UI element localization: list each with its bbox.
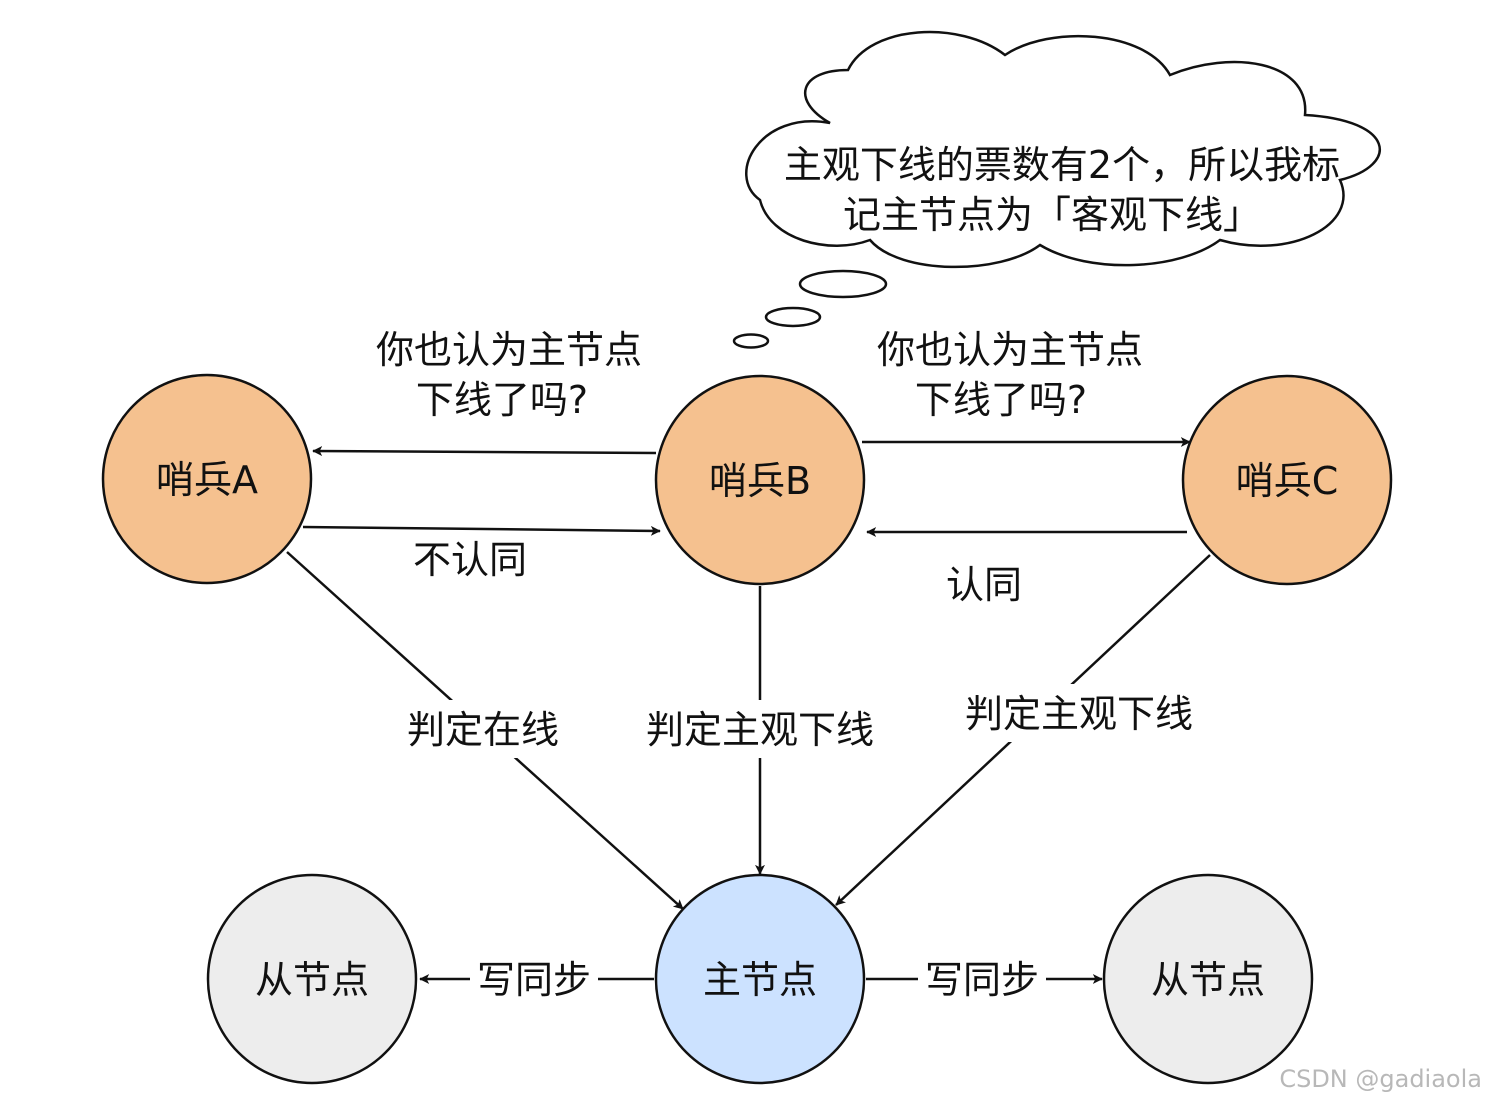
node-replica-right-circle <box>1102 873 1314 1085</box>
edge-a-to-b <box>302 525 661 536</box>
node-sentinel-c-label: 哨兵C <box>1236 459 1339 503</box>
label-b-to-a-line2: 下线了吗? <box>416 378 588 422</box>
node-replica-left[interactable]: 从节点 <box>206 873 418 1085</box>
node-replica-right[interactable]: 从节点 <box>1102 873 1314 1085</box>
node-sentinel-a-label: 哨兵A <box>156 458 258 502</box>
node-master[interactable]: 主节点 <box>654 873 866 1085</box>
thought-text-line2: 记主节点为「客观下线」 <box>843 193 1261 237</box>
thought-text-line1: 主观下线的票数有2个，所以我标 <box>784 143 1340 187</box>
thought-bubble-small <box>732 333 770 349</box>
node-sentinel-b-circle <box>654 374 866 586</box>
watermark: CSDN @gadiaola <box>1279 1065 1482 1093</box>
node-sentinel-c-circle <box>1181 374 1393 586</box>
node-sentinel-a-circle <box>101 373 313 585</box>
label-backgrounds <box>390 684 1213 1006</box>
label-c-to-master: 判定主观下线 <box>965 692 1193 736</box>
node-master-label: 主节点 <box>703 958 817 1002</box>
label-b-to-c-line2: 下线了吗? <box>915 378 1087 422</box>
cloud-shape <box>745 30 1381 269</box>
label-b-to-master: 判定主观下线 <box>646 708 874 752</box>
node-replica-left-label: 从节点 <box>255 958 369 1002</box>
nodes: 哨兵A 哨兵B 哨兵C 主节点 从节点 从节点 <box>101 373 1393 1085</box>
node-sentinel-c[interactable]: 哨兵C <box>1181 374 1393 586</box>
label-c-to-b: 认同 <box>946 563 1022 607</box>
thought-bubble-large <box>798 269 888 299</box>
thought-bubble-medium <box>764 306 822 328</box>
edge-labels: 你也认为主节点 下线了吗? 你也认为主节点 下线了吗? 不认同 认同 判定在线 … <box>376 328 1193 1002</box>
label-a-to-master: 判定在线 <box>407 708 559 752</box>
label-b-to-c-line1: 你也认为主节点 <box>877 328 1143 372</box>
node-sentinel-b-label: 哨兵B <box>709 459 811 503</box>
label-master-to-left: 写同步 <box>477 958 591 1002</box>
node-sentinel-b[interactable]: 哨兵B <box>654 374 866 586</box>
node-replica-right-label: 从节点 <box>1151 958 1265 1002</box>
label-master-to-right: 写同步 <box>925 958 1039 1002</box>
edge-b-to-a <box>312 446 657 457</box>
thought-cloud: 主观下线的票数有2个，所以我标 记主节点为「客观下线」 <box>732 30 1381 349</box>
node-replica-left-circle <box>206 873 418 1085</box>
label-b-to-a-line1: 你也认为主节点 <box>376 328 642 372</box>
label-a-to-b: 不认同 <box>413 538 527 582</box>
node-sentinel-a[interactable]: 哨兵A <box>101 373 313 585</box>
node-master-circle <box>654 873 866 1085</box>
